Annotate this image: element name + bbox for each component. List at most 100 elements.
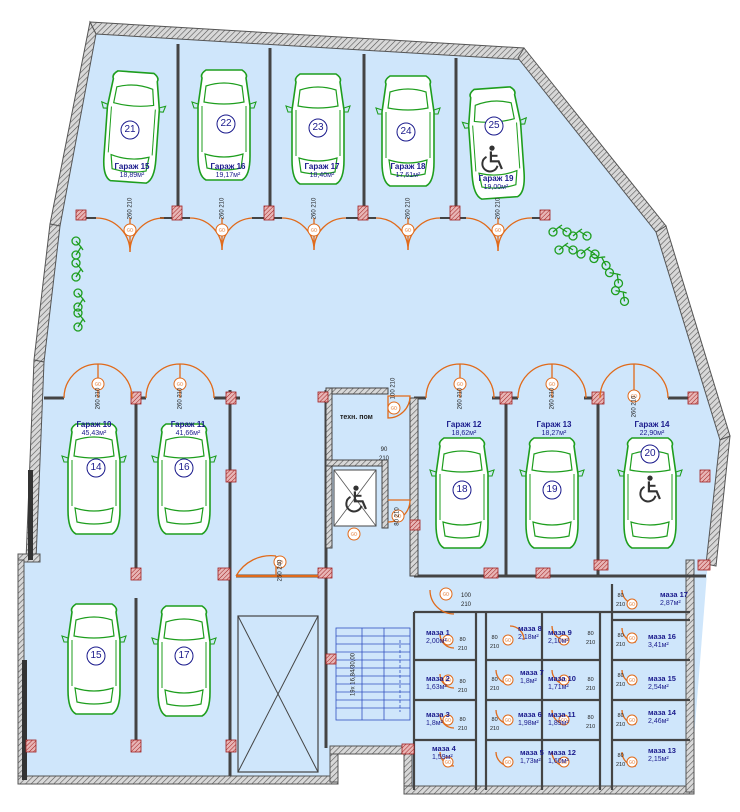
spot-number: 15 <box>90 650 102 661</box>
garage-area: 19,00м² <box>483 184 509 191</box>
door-marker-tag: GD <box>505 638 513 643</box>
storage-area: 2,87м² <box>660 600 681 607</box>
door-size: 260 210 <box>219 197 226 220</box>
door-marker-tag: GD <box>629 718 637 723</box>
spot-number: 14 <box>90 462 102 473</box>
spot-number: 25 <box>488 120 500 131</box>
storage-name: маза 12 <box>548 748 576 757</box>
door-marker-tag: GD <box>629 602 637 607</box>
spot-circles <box>86 114 660 666</box>
storage-name: маза 1 <box>426 628 450 637</box>
upper-partitions <box>176 44 458 212</box>
garage-area: 18,27м² <box>541 430 567 437</box>
door-marker-tag: GD <box>445 718 453 723</box>
storage-walls <box>412 584 690 790</box>
door-size: 100 210 <box>390 377 397 400</box>
door-marker-tag: GD <box>445 760 453 765</box>
stair-note: 19x 16,84/30,00 <box>350 652 357 697</box>
door-size: 260 210 <box>177 387 184 410</box>
storage-area: 1,8м² <box>426 720 443 727</box>
storage-area: 2,10м² <box>548 638 569 645</box>
storage-name: маза 13 <box>648 746 676 755</box>
storage-name: маза 4 <box>432 744 456 753</box>
spot-number: 20 <box>644 448 656 459</box>
door-marker-tag: GD <box>505 760 513 765</box>
door-size: 80 210 <box>394 507 401 526</box>
garage-area: 22,90м² <box>639 430 665 437</box>
door-marker-tag: GD <box>219 228 227 233</box>
outer-walls <box>17 20 731 795</box>
door-marker-tag: GD <box>629 678 637 683</box>
garage-area: 18,62м² <box>451 430 477 437</box>
door-marker-tag: GD <box>177 382 185 387</box>
garage-name: Гараж 18 <box>390 162 426 171</box>
storage-area: 2,46м² <box>648 718 669 725</box>
garage-area: 18,40м² <box>309 172 335 179</box>
spot-number: 17 <box>178 650 190 661</box>
garage-area: 45,43м² <box>81 430 107 437</box>
door-marker-tag: GD <box>549 382 557 387</box>
garage-name: Гараж 17 <box>304 162 340 171</box>
garage-name: Гараж 19 <box>478 174 514 183</box>
storage-name: маза 8 <box>518 624 542 633</box>
door-size: 260 210 <box>631 395 638 418</box>
garage-name: Гараж 13 <box>536 420 572 429</box>
storage-name: маза 6 <box>518 710 542 719</box>
door-markers <box>91 223 641 768</box>
spot-number: 21 <box>124 124 136 135</box>
columns <box>25 205 711 755</box>
door-size: 260 210 <box>549 387 556 410</box>
storage-name: маза 5 <box>520 748 544 757</box>
storage-name: маза 2 <box>426 674 450 683</box>
door-size: 260 210 <box>495 197 502 220</box>
door-marker-tag: GD <box>405 228 413 233</box>
storage-name: маза 15 <box>648 674 676 683</box>
storage-name: маза 10 <box>548 674 576 683</box>
door-marker-tag: GD <box>443 592 451 597</box>
storage-name: маза 17 <box>660 590 688 599</box>
shaft <box>237 615 319 773</box>
storage-name: маза 14 <box>648 708 676 717</box>
storage-name: маза 9 <box>548 628 572 637</box>
door-marker-tag: GD <box>505 718 513 723</box>
garage-area: 41,66м² <box>175 430 201 437</box>
storage-area: 1,71м² <box>548 684 569 691</box>
spot-number: 24 <box>400 126 412 137</box>
door-marker-tag: GD <box>561 678 569 683</box>
storage-name: маза 11 <box>548 710 576 719</box>
garage-name: Гараж 15 <box>114 162 150 171</box>
door-size: 260 210 <box>405 197 412 220</box>
storage-area: 2,00м² <box>426 638 447 645</box>
door-size: 260 210 <box>311 197 318 220</box>
